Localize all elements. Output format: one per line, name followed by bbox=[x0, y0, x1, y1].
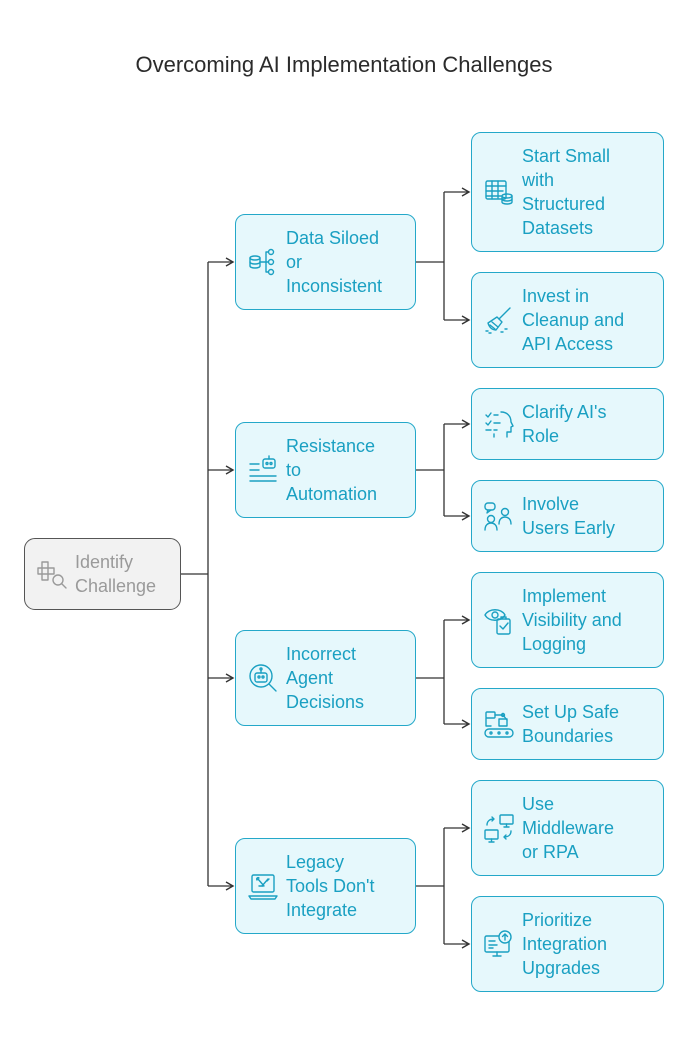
broom-icon bbox=[483, 304, 515, 336]
solution-label: Involve Users Early bbox=[522, 494, 616, 538]
solution-node-involve-users[interactable]: Involve Users Early bbox=[471, 480, 664, 552]
diagram-title: Overcoming AI Implementation Challenges bbox=[135, 52, 553, 77]
solution-label: Implement Visibility and Logging bbox=[522, 586, 622, 654]
laptop-tools-icon bbox=[247, 870, 279, 902]
root-node-identify-challenge[interactable]: Identify Challenge bbox=[24, 538, 181, 610]
monitor-upgrade-icon bbox=[483, 928, 515, 960]
head-checklist-icon bbox=[483, 408, 515, 440]
solution-label: Set Up Safe Boundaries bbox=[522, 702, 620, 746]
robot-search-icon bbox=[247, 662, 279, 694]
solution-label: Invest in Cleanup and API Access bbox=[522, 286, 625, 354]
solution-node-prioritize-upgrades[interactable]: Prioritize Integration Upgrades bbox=[471, 896, 664, 992]
database-network-icon bbox=[247, 246, 279, 278]
computers-sync-icon bbox=[483, 812, 515, 844]
robot-arm-conveyor-icon bbox=[483, 708, 515, 740]
challenge-node-data-siloed[interactable]: Data Siloed or Inconsistent bbox=[235, 214, 416, 310]
challenge-label: Legacy Tools Don't Integrate bbox=[286, 852, 375, 920]
solution-node-invest-cleanup[interactable]: Invest in Cleanup and API Access bbox=[471, 272, 664, 368]
challenge-label: Resistance to Automation bbox=[286, 436, 378, 504]
solution-node-start-small[interactable]: Start Small with Structured Datasets bbox=[471, 132, 664, 252]
challenge-label: Data Siloed or Inconsistent bbox=[286, 228, 383, 296]
solution-label: Prioritize Integration Upgrades bbox=[522, 910, 608, 978]
root-label: Identify Challenge bbox=[75, 552, 157, 596]
table-database-icon bbox=[483, 176, 515, 208]
eye-log-icon bbox=[483, 604, 515, 636]
challenge-label: Incorrect Agent Decisions bbox=[286, 644, 365, 712]
puzzle-search-icon bbox=[36, 558, 68, 590]
solution-node-safe-boundaries[interactable]: Set Up Safe Boundaries bbox=[471, 688, 664, 760]
challenge-node-legacy-tools[interactable]: Legacy Tools Don't Integrate bbox=[235, 838, 416, 934]
challenge-node-resistance[interactable]: Resistance to Automation bbox=[235, 422, 416, 518]
solution-label: Clarify AI's Role bbox=[522, 402, 607, 446]
solution-node-visibility-logging[interactable]: Implement Visibility and Logging bbox=[471, 572, 664, 668]
challenge-node-incorrect-decisions[interactable]: Incorrect Agent Decisions bbox=[235, 630, 416, 726]
solution-node-middleware-rpa[interactable]: Use Middleware or RPA bbox=[471, 780, 664, 876]
solution-label: Use Middleware or RPA bbox=[522, 794, 615, 862]
users-chat-icon bbox=[483, 500, 515, 532]
solution-node-clarify-role[interactable]: Clarify AI's Role bbox=[471, 388, 664, 460]
robot-lines-icon bbox=[247, 454, 279, 486]
solution-label: Start Small with Structured Datasets bbox=[522, 146, 611, 238]
